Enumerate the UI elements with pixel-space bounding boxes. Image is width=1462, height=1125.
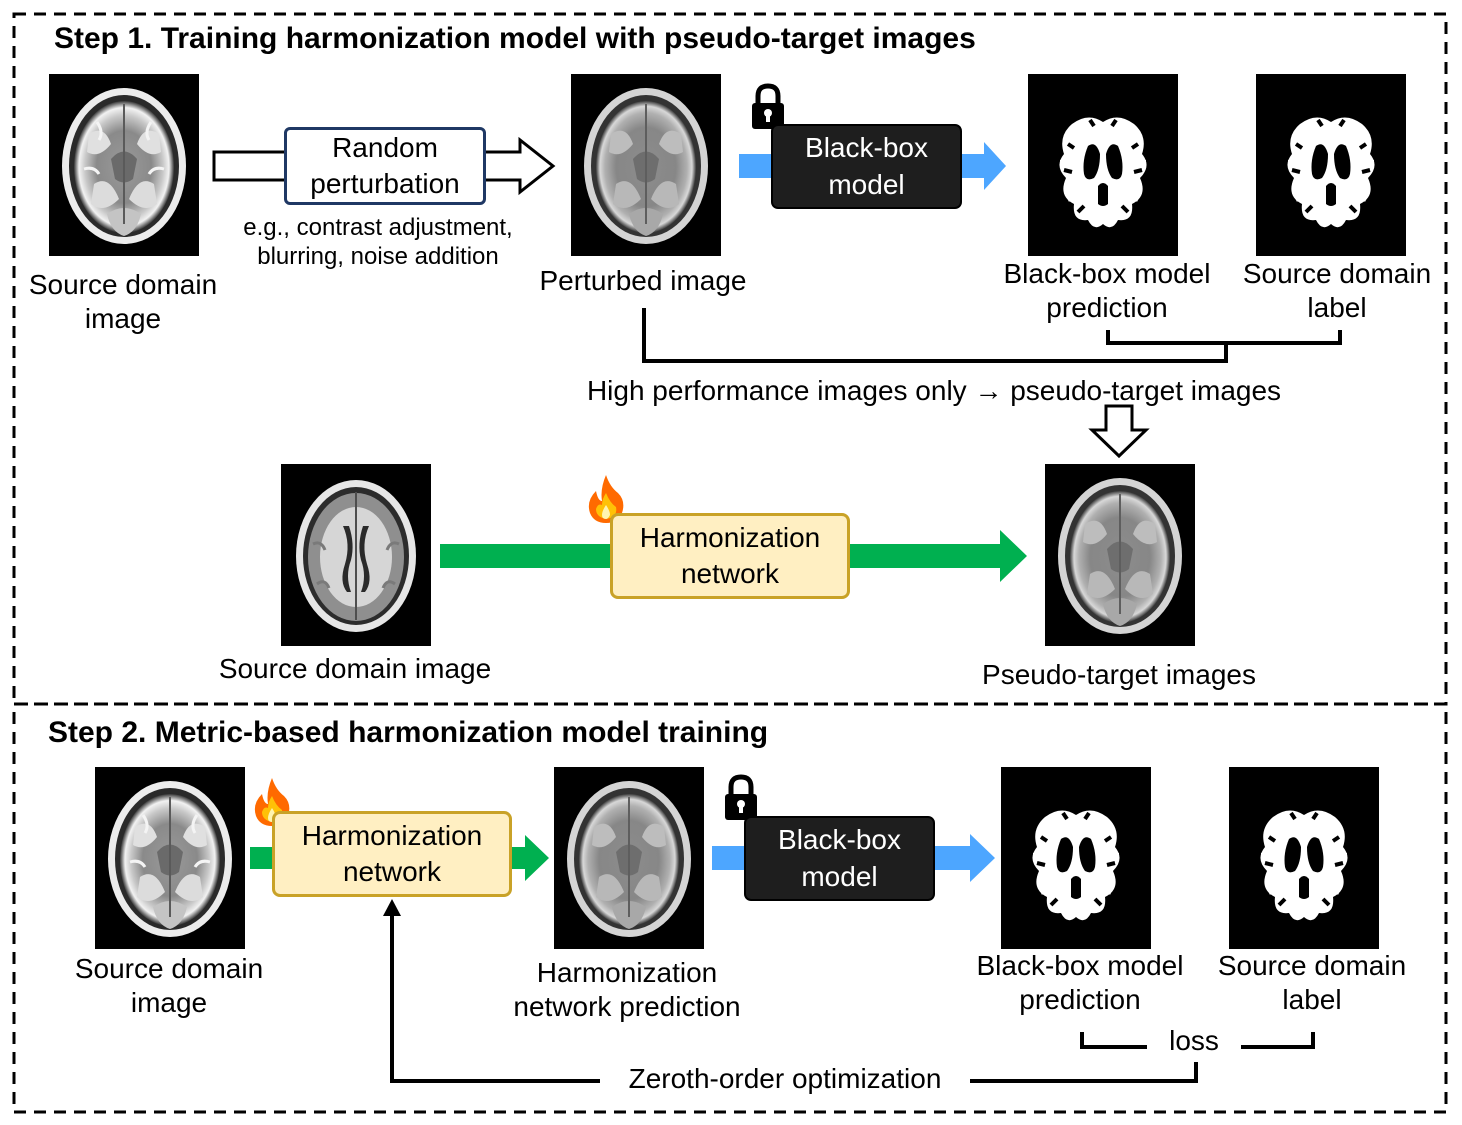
step2-gt-label: Source domain label [1217, 950, 1407, 1015]
zeroth-order-optimization-label: Zeroth-order optimization [628, 1063, 942, 1094]
step2-blue-arrow-in [712, 846, 748, 870]
pseudo-target-images-label: Pseudo-target images [982, 659, 1256, 690]
step1-source-image-label-2: Source domain image [218, 653, 492, 684]
step2-prediction-mask [999, 765, 1153, 951]
step1-title: Step 1. Training harmonization model wit… [54, 22, 976, 55]
step1-harmonization-network-box: Harmonization network [610, 513, 850, 599]
loss-bracket-left [1080, 1032, 1147, 1049]
step1-perturbed-image [570, 73, 722, 257]
step2-blue-arrow-out [934, 834, 995, 882]
feedback-line-right [970, 1062, 1198, 1083]
step2-prediction-label: Black-box model prediction [976, 950, 1184, 1015]
step1-label-mask [1254, 72, 1408, 258]
perturbation-examples: e.g., contrast adjustment, blurring, noi… [243, 214, 513, 270]
loss-bracket-right [1241, 1032, 1315, 1049]
step2-blackbox-model-box: Black-box model [744, 816, 935, 901]
step1-green-arrow-in [440, 544, 612, 568]
step1-lock-icon [752, 86, 784, 129]
step2-harm-pred-image [553, 766, 705, 950]
loss-label: loss [1169, 1025, 1219, 1056]
step1-gt-label: Source domain label [1242, 258, 1432, 323]
step2-green-arrow-out [510, 835, 549, 881]
step2-source-image-label: Source domain image [74, 953, 264, 1018]
step2-title: Step 2. Metric-based harmonization model… [48, 716, 769, 749]
selection-bracket [642, 308, 1228, 363]
harmonization-prediction-label: Harmonization network prediction [513, 957, 741, 1022]
step1-pseudo-target-image [1044, 463, 1196, 647]
selection-criterion-text: High performance images only → pseudo-ta… [586, 375, 1282, 406]
step2-label-mask [1227, 765, 1381, 951]
random-perturbation-box: Random perturbation [284, 127, 486, 205]
step1-prediction-mask [1026, 72, 1180, 258]
step2-harmonization-network-box: Harmonization network [272, 811, 512, 897]
step1-prediction-label: Black-box model prediction [1003, 258, 1211, 323]
step1-blackbox-model-box: Black-box model [771, 124, 962, 209]
step1-source-image-label: Source domain image [28, 269, 218, 334]
step1-source-image-2 [279, 462, 433, 648]
step2-lock-icon [725, 777, 757, 820]
pred-label-bracket [1106, 330, 1342, 345]
step1-green-arrow-out [848, 530, 1027, 582]
down-arrow [1088, 404, 1150, 459]
step2-green-arrow-in [250, 847, 274, 869]
perturbed-image-label: Perturbed image [539, 265, 747, 296]
feedback-arrowhead [383, 899, 401, 916]
feedback-line-left [390, 914, 600, 1083]
step1-blue-arrow-out [960, 142, 1006, 190]
step1-blue-arrow-in [739, 154, 775, 178]
step2-source-image [93, 765, 247, 951]
step1-source-image [47, 72, 201, 258]
